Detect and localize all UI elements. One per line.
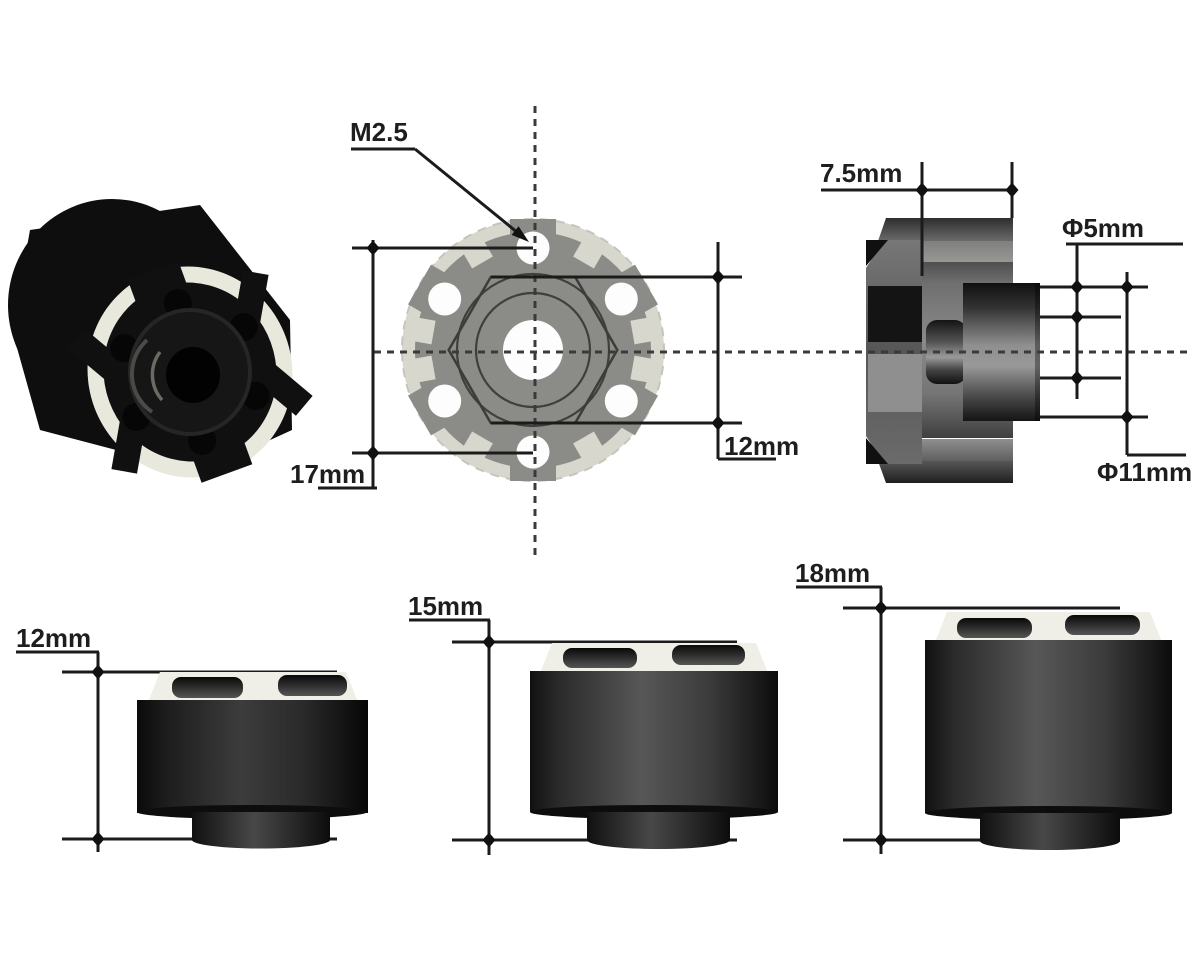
- face-tab: [408, 386, 447, 436]
- bolt-span-label: 17mm: [290, 459, 365, 489]
- dim-height-medium: 15mm: [408, 591, 496, 855]
- face-notch: [630, 355, 657, 384]
- dim-boss-diameter: Φ11mm: [1040, 272, 1192, 487]
- thread-label: M2.5: [350, 117, 408, 147]
- dim-height-large: 18mm: [795, 558, 888, 854]
- face-notch: [573, 431, 605, 463]
- inner-ring-inner: [474, 291, 592, 409]
- hub-slot: [563, 648, 637, 668]
- hub-boss-bottom: [192, 831, 330, 849]
- iso-rim-tab: [192, 439, 253, 483]
- dim-thread: M2.5: [350, 117, 529, 242]
- leader-arrowhead: [511, 226, 529, 242]
- side-corner-wedge: [866, 438, 888, 464]
- dim-height-small: 12mm: [16, 623, 105, 852]
- hub-12mm-view: [137, 672, 368, 849]
- hub-body: [530, 671, 778, 812]
- hub-thickness-label: 7.5mm: [820, 158, 902, 188]
- height-large-label: 18mm: [795, 558, 870, 588]
- hub-boss-bottom: [587, 831, 730, 849]
- hub-boss-bottom: [980, 832, 1120, 850]
- face-notch: [573, 237, 605, 269]
- iso-highlight-arc: [129, 338, 154, 414]
- hub-body: [925, 640, 1172, 813]
- iso-rim-tab: [127, 261, 188, 305]
- dim-hex-width: 12mm: [491, 242, 799, 461]
- hex-width-label: 12mm: [724, 431, 799, 461]
- iso-view-hub: [8, 199, 313, 483]
- hub-slot: [1065, 615, 1140, 635]
- hub-slot: [278, 675, 347, 696]
- iso-bore-highlight: [150, 350, 164, 402]
- face-notch: [461, 431, 493, 463]
- inner-ring-outer: [455, 272, 611, 428]
- hub-slot: [672, 645, 745, 665]
- side-recess-dark: [868, 286, 922, 342]
- face-notch: [409, 316, 436, 345]
- side-bottom-ridge: [878, 461, 1013, 483]
- dim-hub-thickness: 7.5mm: [820, 158, 1019, 276]
- hub-slot: [957, 618, 1032, 638]
- hub-15mm-view: [530, 643, 778, 849]
- dim-bolt-span: 17mm: [290, 240, 533, 490]
- side-view: [866, 218, 1040, 483]
- height-medium-label: 15mm: [408, 591, 483, 621]
- center-bore: [503, 320, 563, 380]
- side-top-ridge: [878, 218, 1013, 241]
- bore-diameter-label: Φ5mm: [1062, 213, 1144, 243]
- iso-center-bore: [166, 347, 220, 403]
- hub-18mm-view: [925, 612, 1172, 850]
- boss-diameter-label: Φ11mm: [1097, 457, 1192, 487]
- front-view: [401, 218, 665, 482]
- height-small-label: 12mm: [16, 623, 91, 653]
- side-recess-light: [868, 354, 922, 412]
- face-notch: [461, 237, 493, 269]
- hub-body: [137, 700, 368, 813]
- bolt-hole: [604, 282, 638, 316]
- leader-line: [414, 147, 524, 239]
- bolt-hole: [428, 384, 462, 418]
- bolt-hole: [428, 282, 462, 316]
- bolt-hole: [604, 384, 638, 418]
- face-tab: [510, 463, 556, 481]
- dim-bore-diameter: Φ5mm: [1040, 213, 1183, 399]
- face-notch: [630, 316, 657, 345]
- face-tab: [408, 264, 447, 314]
- face-notch: [409, 355, 436, 384]
- hub-slot: [172, 677, 243, 698]
- side-corner-wedge: [866, 240, 888, 266]
